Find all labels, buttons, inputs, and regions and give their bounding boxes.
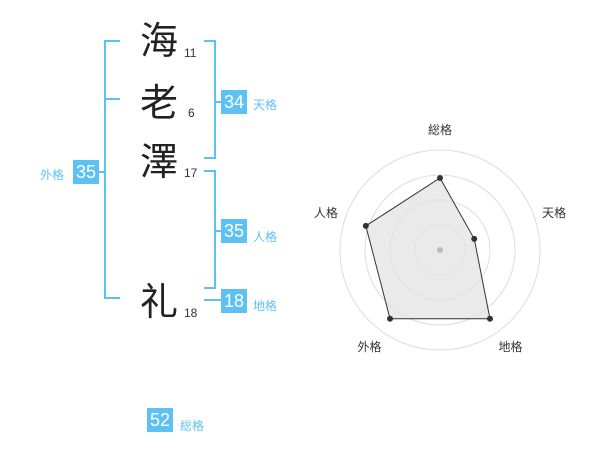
radar-axis-label-3: 外格 <box>357 339 381 354</box>
chikaku-label: 地格 <box>253 299 278 313</box>
radar-axis-label-0: 総格 <box>428 122 452 137</box>
stroke-count-4: 18 <box>184 306 198 320</box>
tenkaku-connector <box>214 101 222 103</box>
gaikaku-connector <box>104 98 120 100</box>
jinkaku-label: 人格 <box>253 230 278 244</box>
radar-center-dot <box>437 247 443 253</box>
gaikaku-bracket-bottom <box>104 297 120 299</box>
radar-point-1 <box>471 235 478 242</box>
tenkaku-bracket-bottom <box>204 157 216 159</box>
gaikaku-label: 外格 <box>40 168 65 182</box>
tenkaku-bracket-vertical <box>214 40 216 159</box>
radar-axis-label-2: 地格 <box>499 339 523 354</box>
jinkaku-connector <box>214 230 222 232</box>
name-char-3: 澤 <box>140 140 179 184</box>
tenkaku-bracket-top <box>204 40 216 42</box>
chikaku-value: 18 <box>221 289 247 313</box>
tenkaku-label: 天格 <box>253 98 278 112</box>
name-char-2: 老 <box>140 81 179 125</box>
jinkaku-value: 35 <box>221 219 247 243</box>
stroke-count-2: 6 <box>188 106 195 120</box>
radar-point-0 <box>437 175 443 181</box>
gaikaku-value: 35 <box>73 160 99 184</box>
radar-polygon <box>365 177 491 320</box>
radar-ring-4 <box>339 149 541 351</box>
gaikaku-bracket-vertical <box>104 40 106 299</box>
gaikaku-connector-left <box>98 171 105 173</box>
soukaku-value: 52 <box>147 408 173 432</box>
name-char-4: 礼 <box>140 280 179 324</box>
name-char-1: 海 <box>140 19 179 63</box>
radar-axis-label-4: 人格 <box>314 205 338 220</box>
chikaku-connector <box>204 299 222 301</box>
stroke-count-3: 17 <box>184 166 198 180</box>
radar-point-2 <box>486 315 493 322</box>
radar-point-4 <box>362 222 369 229</box>
radar-point-3 <box>387 315 394 322</box>
radar-axis-label-1: 天格 <box>542 205 566 220</box>
tenkaku-value: 34 <box>221 90 247 114</box>
jinkaku-bracket-vertical <box>214 170 216 289</box>
jinkaku-bracket-top <box>204 170 216 172</box>
stroke-count-1: 11 <box>184 46 197 60</box>
jinkaku-bracket-bottom <box>204 287 216 289</box>
gaikaku-bracket-top <box>104 40 120 42</box>
soukaku-label: 総格 <box>180 419 205 433</box>
